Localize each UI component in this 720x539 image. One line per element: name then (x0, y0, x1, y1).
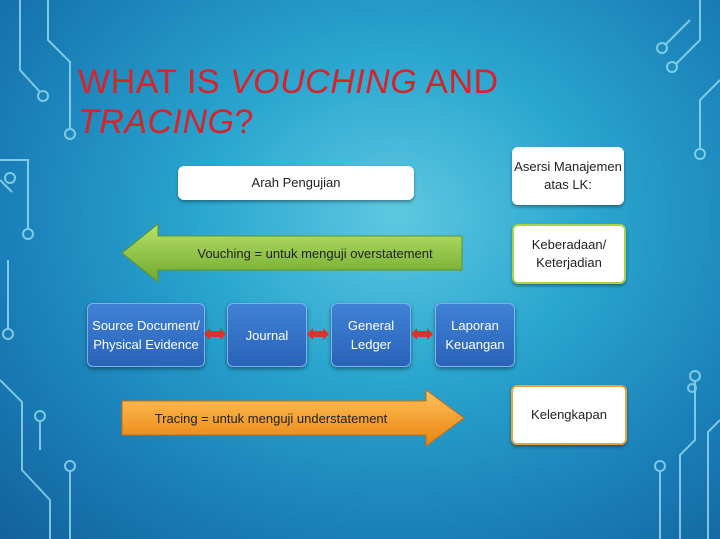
connector-arrow-3 (411, 328, 433, 340)
vouching-arrow (121, 222, 463, 284)
title-part-3: AND (417, 63, 499, 101)
assertion-completeness-label: Kelengkapan (531, 407, 607, 422)
assertion-header-box: Asersi Manajemen atas LK: (512, 147, 624, 205)
vouching-arrow-label: Vouching = untuk menguji overstatement (197, 245, 433, 261)
process-laporan-keuangan: Laporan Keuangan (435, 303, 515, 367)
title-question-mark: ? (234, 103, 254, 141)
process-journal: Journal (227, 303, 307, 367)
direction-header-box: Arah Pengujian (178, 166, 414, 200)
process-general-ledger: General Ledger (331, 303, 411, 367)
direction-header-label: Arah Pengujian (251, 175, 341, 190)
connector-arrow-1 (204, 328, 226, 340)
connector-arrow-2 (307, 328, 329, 340)
tracing-arrow-label: Tracing = untuk menguji understatement (154, 410, 388, 426)
assertion-existence-box: Keberadaan/ Keterjadian (512, 224, 626, 284)
assertion-completeness-box: Kelengkapan (511, 385, 627, 445)
title-vouching: VOUCHING (229, 63, 418, 101)
slide-title: WHAT IS VOUCHING AND TRACING? (78, 62, 598, 142)
title-part-1: WHAT IS (78, 63, 230, 101)
tracing-arrow (121, 389, 465, 447)
assertion-header-label: Asersi Manajemen atas LK: (514, 159, 622, 192)
title-tracing: TRACING (78, 103, 235, 141)
process-source-document: Source Document/ Physical Evidence (87, 303, 205, 367)
assertion-existence-label: Keberadaan/ Keterjadian (531, 237, 607, 270)
